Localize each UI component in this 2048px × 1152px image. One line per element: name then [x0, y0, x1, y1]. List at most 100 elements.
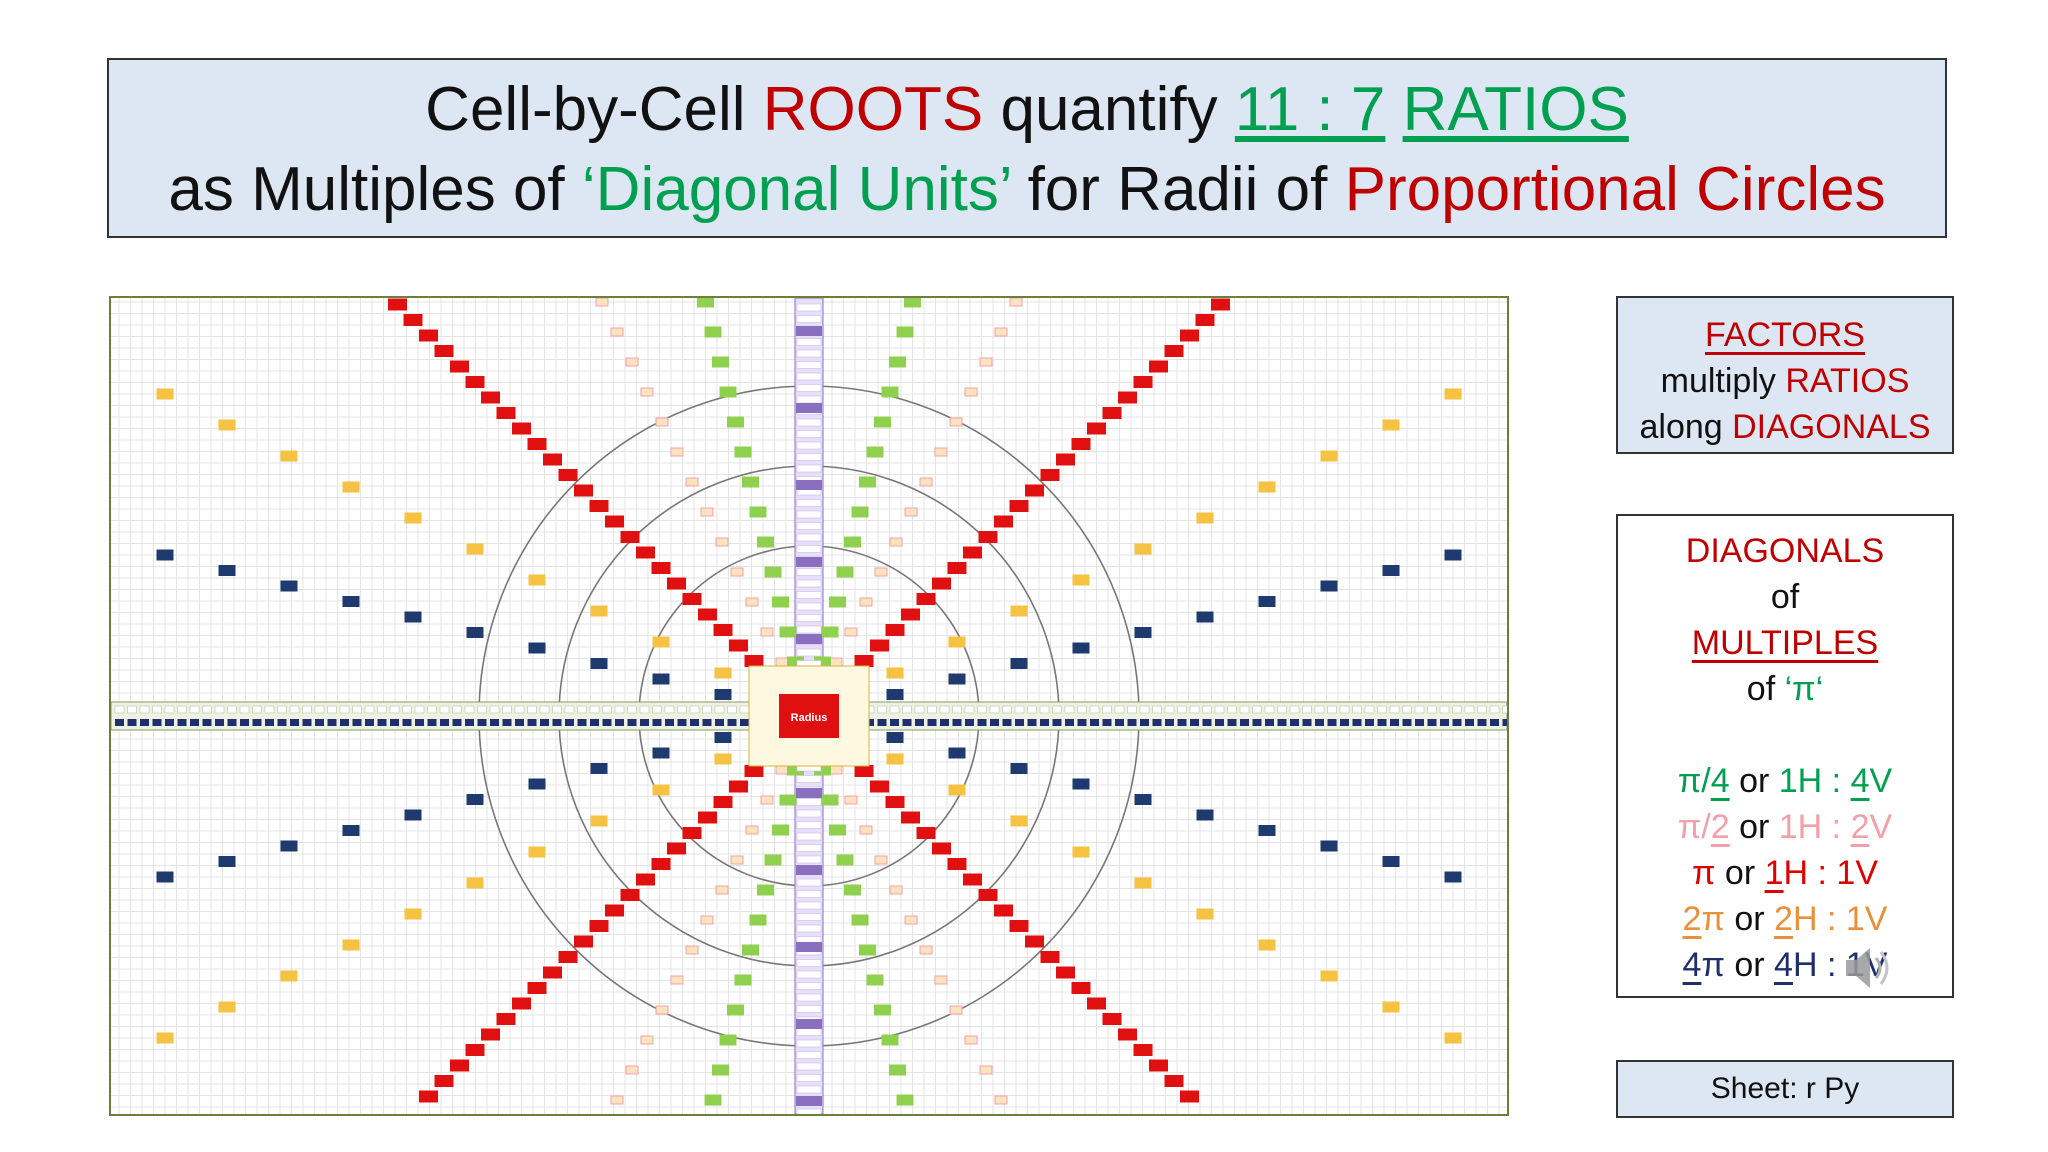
green-diagonal-cell	[889, 1064, 906, 1076]
vertical-axis-cell	[796, 809, 822, 818]
horizontal-axis-value-cell	[140, 719, 149, 726]
horizontal-axis-value-cell	[127, 719, 137, 726]
vertical-axis-cell	[796, 579, 822, 588]
red-diagonal-cell	[1071, 982, 1091, 994]
horizontal-axis-cell	[527, 705, 537, 714]
orange-diagonal-cell	[652, 636, 670, 648]
pink-diagonal-cell	[730, 567, 744, 577]
vertical-axis-cell	[796, 315, 822, 323]
horizontal-axis-cell	[914, 705, 925, 714]
horizontal-axis-cell	[1252, 705, 1262, 714]
green-diagonal-cell	[896, 326, 914, 338]
red-diagonal-cell	[574, 484, 593, 497]
orange-diagonal-cell	[528, 574, 546, 586]
horizontal-axis-value-cell	[565, 719, 574, 726]
red-diagonal-cell	[1025, 935, 1044, 948]
horizontal-axis-value-cell	[690, 719, 699, 726]
horizontal-axis-value-cell	[1227, 719, 1237, 726]
red-diagonal-cell	[1040, 951, 1060, 963]
horizontal-axis-value-cell	[640, 719, 649, 726]
pink-diagonal-cell	[829, 765, 843, 775]
title-text: as Multiples of	[168, 155, 582, 224]
horizontal-axis-value-cell	[252, 719, 262, 726]
navy-diagonal-cell	[714, 689, 732, 700]
horizontal-axis-value-cell	[277, 719, 287, 726]
horizontal-axis-cell	[652, 705, 662, 714]
vertical-axis-cell	[796, 878, 822, 887]
horizontal-axis-cell	[602, 705, 612, 714]
red-diagonal-cell	[932, 577, 951, 590]
vertical-axis-cell	[796, 844, 822, 852]
horizontal-axis-value-cell	[502, 719, 512, 726]
navy-diagonal-cell	[1258, 596, 1276, 607]
vertical-axis-marker	[796, 326, 822, 336]
horizontal-axis-cell	[1364, 705, 1375, 714]
red-diagonal-cell	[916, 593, 936, 605]
horizontal-axis-value-cell	[1140, 719, 1149, 726]
navy-diagonal-cell	[1196, 611, 1214, 623]
green-diagonal-cell	[836, 854, 854, 866]
center-core	[779, 694, 839, 738]
red-diagonal-cell	[1180, 1090, 1199, 1103]
navy-diagonal-cell	[218, 565, 236, 576]
grid-canvas: Radius	[111, 298, 1507, 1114]
horizontal-axis-value-cell	[740, 719, 749, 726]
diagonals-heading: DIAGONALS	[1685, 532, 1885, 570]
green-diagonal-cell	[874, 416, 891, 428]
red-diagonal-cell	[1056, 453, 1075, 466]
factors-heading: FACTORS	[1705, 316, 1865, 354]
navy-diagonal-cell	[528, 642, 546, 654]
horizontal-axis-cell	[1414, 705, 1425, 714]
pink-diagonal-cell	[949, 1005, 963, 1015]
green-diagonal-cell	[749, 914, 767, 926]
sheet-label: Sheet: r Py	[1710, 1072, 1860, 1105]
horizontal-axis-cell	[177, 705, 187, 714]
horizontal-axis-value-cell	[1327, 719, 1337, 726]
green-diagonal-cell	[904, 298, 921, 308]
vertical-axis-cell	[796, 901, 822, 910]
vertical-axis-cell	[796, 533, 822, 542]
horizontal-axis-value-cell	[515, 719, 524, 726]
horizontal-axis-cell	[664, 705, 675, 714]
pink-diagonal-cell	[655, 417, 669, 427]
red-diagonal-cell	[403, 314, 423, 326]
red-diagonal-cell	[1102, 1013, 1122, 1025]
red-diagonal-cell	[465, 376, 485, 388]
vertical-axis-cell	[796, 821, 822, 829]
red-diagonal-cell	[932, 842, 951, 855]
horizontal-axis-value-cell	[1215, 719, 1224, 726]
horizontal-axis-cell	[439, 705, 450, 714]
horizontal-axis-cell	[1227, 705, 1237, 714]
red-diagonal-cell	[388, 298, 407, 311]
navy-diagonal-cell	[1072, 778, 1090, 790]
horizontal-axis-cell	[964, 705, 975, 714]
red-diagonal-cell	[667, 577, 686, 590]
horizontal-axis-cell	[877, 705, 887, 714]
vertical-axis-cell	[796, 591, 822, 599]
vertical-axis-cell	[796, 464, 822, 473]
vertical-axis-marker	[796, 634, 822, 644]
pink-diagonal-cell	[844, 627, 858, 637]
red-diagonal-cell	[729, 639, 748, 652]
horizontal-axis-cell	[702, 705, 712, 714]
horizontal-axis-value-cell	[652, 719, 662, 726]
red-diagonal-cell	[978, 889, 998, 901]
orange-diagonal-cell	[218, 419, 236, 431]
red-diagonal-cell	[978, 531, 998, 543]
diagonals-multiples: MULTIPLES	[1691, 624, 1879, 662]
red-diagonal-cell	[419, 1090, 438, 1103]
green-diagonal-cell	[829, 596, 846, 608]
horizontal-axis-value-cell	[1202, 719, 1212, 726]
vertical-axis-cell	[796, 1085, 822, 1094]
horizontal-axis-cell	[1402, 705, 1412, 714]
navy-diagonal-cell	[1382, 856, 1400, 867]
orange-diagonal-cell	[1444, 388, 1462, 400]
navy-diagonal-cell	[652, 747, 670, 759]
horizontal-axis-cell	[1502, 705, 1507, 714]
speaker-icon[interactable]	[1840, 940, 1896, 996]
horizontal-axis-value-cell	[1102, 719, 1112, 726]
pink-diagonal-cell	[640, 387, 654, 397]
horizontal-axis-cell	[639, 705, 650, 714]
title-diagonal-units: ‘Diagonal Units’	[581, 155, 1011, 224]
green-diagonal-cell	[866, 446, 884, 458]
